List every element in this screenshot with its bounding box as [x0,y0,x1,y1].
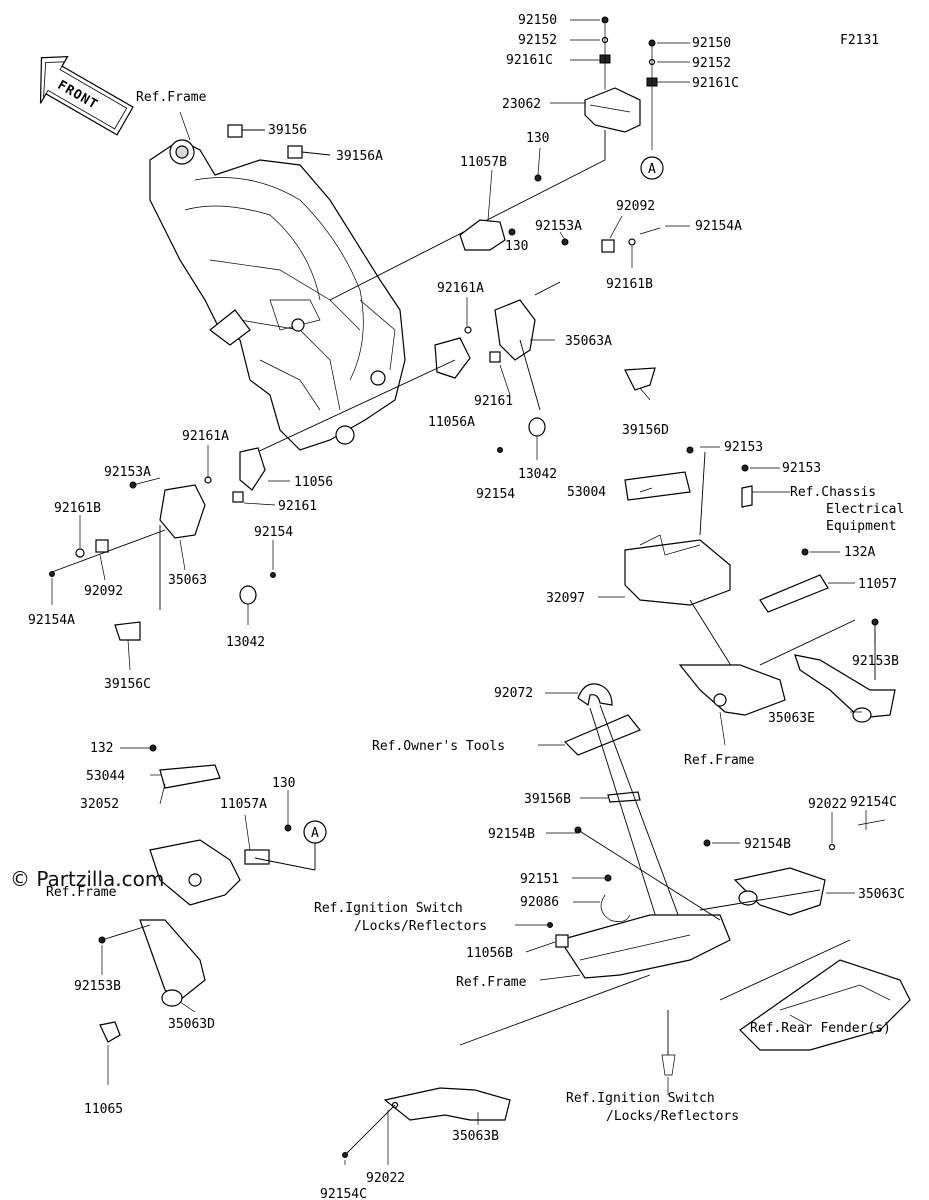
bracket-35063d-drawing: A [98,744,327,1043]
part-labels: 92150 92152 92161C 92150 92152 92161C 23… [28,13,905,1200]
part-label-39156d: 39156D [622,423,669,438]
battery-case-drawing [624,446,829,681]
part-label-32052: 32052 [80,797,119,812]
part-label-35063a: 35063A [565,334,612,349]
part-label-39156a: 39156A [336,149,383,164]
rubber-pieces-drawing [227,124,331,159]
ref-label-ignition-2: /Locks/Reflectors [606,1109,739,1124]
callout-a-bottom: A [311,826,319,841]
leader-lines [51,19,876,1165]
bracket-23062-drawing: A [329,16,664,301]
part-label-13042: 13042 [226,635,265,650]
part-label-92161b: 92161B [606,277,653,292]
part-label-32097: 32097 [546,591,585,606]
part-label-11056a: 11056A [428,415,475,430]
bracket-35063-drawing [49,447,276,641]
part-label-92154b: 92154B [744,837,791,852]
part-label-92152: 92152 [518,33,557,48]
part-label-92072: 92072 [494,686,533,701]
part-label-35063b: 35063B [452,1129,499,1144]
ref-label-frame: Ref.Frame [456,975,527,990]
part-label-92153: 92153 [782,461,821,476]
part-label-130: 130 [526,131,549,146]
part-label-11057a: 11057A [220,797,267,812]
part-label-92152: 92152 [692,56,731,71]
front-arrow: FRONT [39,55,134,136]
ref-label-frame: Ref.Frame [684,753,755,768]
part-label-92153a: 92153A [104,465,151,480]
part-label-92161c: 92161C [692,76,739,91]
part-label-92154a: 92154A [695,219,742,234]
part-label-132a: 132A [844,545,875,560]
part-label-23062: 23062 [502,97,541,112]
part-label-92022: 92022 [808,797,847,812]
part-label-92161: 92161 [474,394,513,409]
part-label-35063c: 35063C [858,887,905,902]
part-label-11056b: 11056B [466,946,513,961]
part-label-53044: 53044 [86,769,125,784]
part-label-92154c: 92154C [850,795,897,810]
ref-label-frame: Ref.Frame [46,885,117,900]
part-label-35063d: 35063D [168,1017,215,1032]
ref-label-ignition-2: /Locks/Reflectors [354,919,487,934]
part-label-130: 130 [272,776,295,791]
frame-drawing [149,139,406,451]
ref-label-chassis-2: Electrical [826,502,904,517]
bracket-35063b-drawing [342,974,651,1158]
lower-right-group-drawing [547,819,911,1076]
figure-code: F2131 [840,33,879,48]
part-label-130: 130 [505,239,528,254]
part-label-92150: 92150 [518,13,557,28]
upper-right-bracket-drawing [239,174,661,461]
part-label-92151: 92151 [520,872,559,887]
part-label-11056: 11056 [294,475,333,490]
part-label-92161a: 92161A [437,281,484,296]
part-label-11065: 11065 [84,1102,123,1117]
ref-label-chassis-1: Ref.Chassis [790,485,876,500]
part-label-92154c: 92154C [320,1187,367,1200]
part-label-92153b: 92153B [852,654,899,669]
ref-label-rear-fender: Ref.Rear Fender(s) [750,1021,891,1036]
part-label-92092: 92092 [616,199,655,214]
bracket-35063e-drawing [678,618,896,723]
part-label-92161c: 92161C [506,53,553,68]
tools-drawing [563,683,681,931]
part-label-92154: 92154 [476,487,515,502]
ref-label-ignition-1: Ref.Ignition Switch [314,901,463,916]
part-label-11057: 11057 [858,577,897,592]
part-label-13042: 13042 [518,467,557,482]
part-label-92154a: 92154A [28,613,75,628]
part-label-35063: 35063 [168,573,207,588]
part-label-92154: 92154 [254,525,293,540]
part-label-35063e: 35063E [768,711,815,726]
part-label-11057b: 11057B [460,155,507,170]
part-label-92153b: 92153B [74,979,121,994]
part-label-39156: 39156 [268,123,307,138]
part-label-92153: 92153 [724,440,763,455]
ref-label-chassis-3: Equipment [826,519,896,534]
part-label-39156b: 39156B [524,792,571,807]
part-label-92161a: 92161A [182,429,229,444]
part-label-92161b: 92161B [54,501,101,516]
ref-label-ignition-1: Ref.Ignition Switch [566,1091,715,1106]
ref-label-owners-tools: Ref.Owner's Tools [372,739,505,754]
ref-label-frame: Ref.Frame [136,90,207,105]
part-label-92092: 92092 [84,584,123,599]
part-label-39156c: 39156C [104,677,151,692]
watermark: © Partzilla.com [10,867,164,891]
part-label-92150: 92150 [692,36,731,51]
part-label-92153a: 92153A [535,219,582,234]
part-label-132: 132 [90,741,113,756]
part-label-53004: 53004 [567,485,606,500]
part-label-92154b: 92154B [488,827,535,842]
callout-a-top: A [648,162,656,177]
part-label-92022: 92022 [366,1171,405,1186]
part-label-92086: 92086 [520,895,559,910]
part-label-92161: 92161 [278,499,317,514]
